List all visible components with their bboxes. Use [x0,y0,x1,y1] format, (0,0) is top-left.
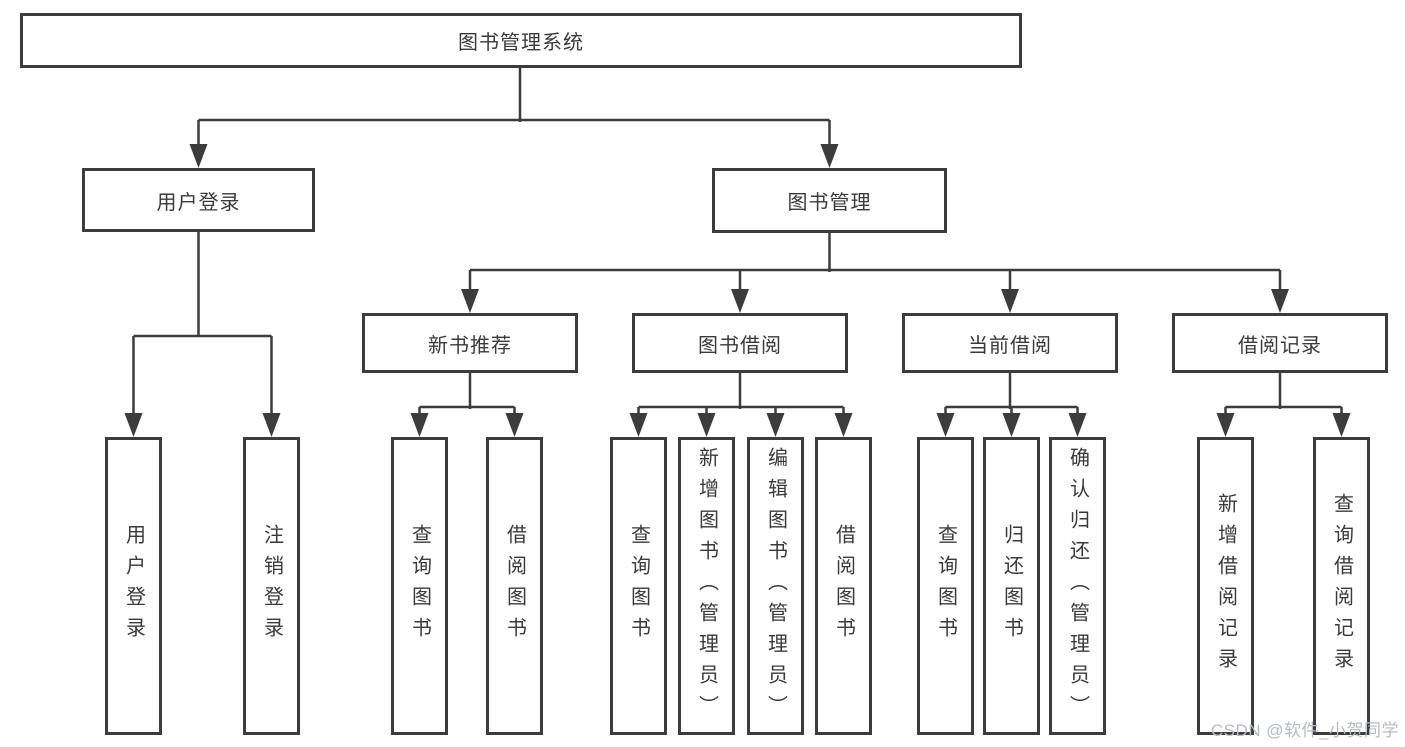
leaf-query-books-newbook: 查询图书 [391,437,448,735]
node-user-login: 用户登录 [82,168,315,232]
connector-bookmgmt-to-level3 [468,233,1282,291]
arrowhead [820,144,839,168]
csdn-watermark: CSDN @软件_小贺同学 [1210,721,1399,740]
leaf-label: 借阅图书 [832,524,855,648]
node-label: 借阅记录 [1238,334,1322,357]
arrowhead [936,413,955,437]
node-root-system: 图书管理系统 [20,13,1022,68]
node-root-label: 图书管理系统 [458,32,584,54]
arrowhead [124,413,143,437]
node-label: 图书借阅 [698,334,782,357]
leaf-label: 查询图书 [934,524,957,648]
node-label: 当前借阅 [968,334,1052,357]
leaf-label: 新增图书（管理员） [695,446,718,726]
node-book-borrow: 图书借阅 [632,313,848,373]
arrowhead [1271,289,1289,313]
arrowhead [1001,289,1019,313]
connector-root-to-level2 [197,68,831,146]
arrowhead [1068,413,1087,437]
leaf-label: 编辑图书（管理员） [764,446,787,726]
node-new-book-recommend: 新书推荐 [362,313,578,373]
arrowhead [834,413,853,437]
leaf-borrow-books-newbook: 借阅图书 [486,437,543,735]
leaf-query-books-current: 查询图书 [917,437,974,735]
leaf-query-borrow-record: 查询借阅记录 [1313,437,1370,735]
arrowhead [766,413,785,437]
leaf-label: 借阅图书 [503,524,526,648]
leaf-label: 查询图书 [408,524,431,648]
arrowhead [461,289,479,313]
arrowhead [505,413,524,437]
leaf-add-borrow-record: 新增借阅记录 [1197,437,1254,735]
arrowhead [1002,413,1021,437]
leaf-label: 用户登录 [122,524,145,648]
node-current-borrow: 当前借阅 [902,313,1118,373]
connector-records-to-leaves [1224,373,1343,416]
arrowhead [189,144,208,168]
leaf-borrow-books: 借阅图书 [815,437,872,735]
node-book-management: 图书管理 [712,168,947,233]
node-borrow-records: 借阅记录 [1172,313,1388,373]
leaf-edit-books-admin: 编辑图书（管理员） [747,437,804,735]
leaf-user-login: 用户登录 [105,437,162,735]
leaf-label: 查询图书 [627,524,650,648]
arrowhead [1216,413,1235,437]
node-label: 新书推荐 [428,334,512,357]
node-label: 用户登录 [156,191,241,214]
node-label: 图书管理 [787,192,872,214]
leaf-label: 查询借阅记录 [1330,493,1353,679]
arrowhead [697,413,716,437]
leaf-logout: 注销登录 [243,437,300,735]
leaf-label: 注销登录 [260,524,283,648]
arrowhead [1332,413,1351,437]
leaf-query-books-borrow: 查询图书 [610,437,667,735]
leaf-confirm-return-admin: 确认归还（管理员） [1049,437,1106,735]
arrowhead [262,413,281,437]
leaf-add-books-admin: 新增图书（管理员） [678,437,735,735]
leaf-label: 归还图书 [1000,524,1023,648]
connector-newbook-to-leaves [418,373,516,416]
leaf-label: 确认归还（管理员） [1066,446,1089,726]
arrowhead [410,413,429,437]
connector-current-to-leaves [944,373,1079,416]
connector-borrow-to-leaves [637,373,845,416]
arrowhead [731,289,749,313]
connector-userlogin-to-leaves [132,232,273,416]
leaf-label: 新增借阅记录 [1214,493,1237,679]
arrowhead [629,413,648,437]
leaf-return-books: 归还图书 [983,437,1040,735]
